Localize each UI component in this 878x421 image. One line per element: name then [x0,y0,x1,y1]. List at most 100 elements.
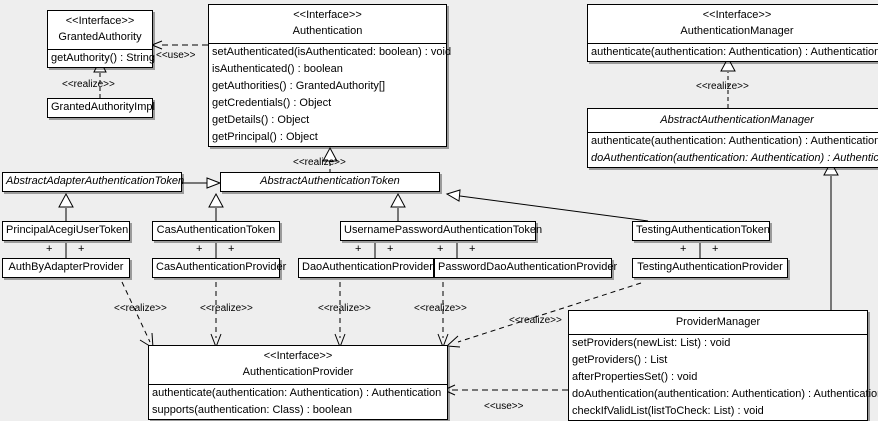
class-member: supports(authentication: Class) : boolea… [152,404,352,416]
class-abstract-authentication-token[interactable]: AbstractAuthenticationToken [220,172,440,192]
class-testing-authentication-provider[interactable]: TestingAuthenticationProvider [632,258,788,278]
assoc-marker-plus: + [469,243,476,255]
class-abstract-authentication-manager[interactable]: AbstractAuthenticationManager authentica… [587,108,878,168]
edge-daoauthenticationprovider-realizes-authenticationprovider [334,282,346,348]
class-cas-authentication-provider[interactable]: CasAuthenticationProvider [152,258,286,278]
class-name: DaoAuthenticationProvider [302,261,433,273]
edge-label-realize-authbyadapter: <<realize>> [114,303,167,314]
class-members: setProviders(newList: List) : void getPr… [569,335,878,420]
assoc-marker-plus: + [196,243,203,255]
edge-casauthenticationprovider-realizes-authenticationprovider [210,282,222,348]
class-name: AbstractAdapterAuthenticationToken [6,175,185,187]
edge-label-realize-token-authentication: <<realize>> [293,157,346,168]
edge-testingauthenticationtoken-extends-abstractauthenticationtoken [445,189,649,222]
edge-label-realize-dao: <<realize>> [318,303,371,314]
class-name: TestingAuthenticationProvider [637,261,783,273]
class-member: afterPropertiesSet() : void [572,371,698,383]
class-stereotype: <<Interface>> [263,350,333,362]
class-member: getPrincipal() : Object [212,131,318,143]
assoc-marker-plus: + [228,243,235,255]
class-abstract-adapter-authentication-token[interactable]: AbstractAdapterAuthenticationToken [2,172,185,192]
class-provider-manager[interactable]: ProviderManager setProviders(newList: Li… [568,310,878,421]
edge-label-realize-cas: <<realize>> [200,303,253,314]
class-name: AbstractAuthenticationToken [260,175,400,187]
edge-casauthenticationtoken-extends-abstractauthenticationtoken [208,192,224,221]
edge-label-realize-abstractauthmanager: <<realize>> [696,81,749,92]
assoc-marker-plus: + [78,243,85,255]
edge-providermanager-extends-abstractauthenticationmanager [823,160,839,310]
class-name: UsernamePasswordAuthenticationToken [344,224,543,236]
edge-label-realize-grantedauthorityimpl: <<realize>> [62,79,115,90]
class-name: GrantedAuthorityImpl [51,101,155,113]
edge-abstractauthenticationmanager-realizes-authenticationmanager [720,56,736,108]
assoc-marker-plus: + [712,243,719,255]
class-member: setAuthenticated(isAuthenticated: boolea… [212,46,452,58]
class-header: <<Interface>> GrantedAuthority [48,11,152,50]
class-name: CasAuthenticationToken [156,224,276,236]
edge-label-use-providermanager-authenticationprovider: <<use>> [484,401,524,412]
assoc-marker-plus: + [355,243,362,255]
class-stereotype: <<Interface>> [702,9,772,21]
class-header: <<Interface>> Authentication [209,5,446,44]
class-members: setAuthenticated(isAuthenticated: boolea… [209,44,452,146]
class-name: AbstractAuthenticationManager [660,114,814,126]
class-header: <<Interface>> AuthenticationManager [588,5,878,44]
class-member: setProviders(newList: List) : void [572,337,731,349]
class-name: AuthenticationManager [680,25,794,37]
edge-usernamepasswordtoken-extends-abstractauthenticationtoken [390,192,406,221]
class-authentication-manager[interactable]: <<Interface>> AuthenticationManager auth… [587,4,878,62]
class-member: authenticate(authentication: Authenticat… [591,135,878,147]
edge-abstractadapter-to-abstractauthenticationtoken [182,177,222,189]
assoc-marker-plus: + [437,243,444,255]
class-member: authenticate(authentication: Authenticat… [591,46,878,58]
class-member: checkIfValidList(listToCheck: List) : vo… [572,405,764,417]
class-members: authenticate(authentication: Authenticat… [588,133,878,167]
assoc-marker-plus: + [680,243,687,255]
class-authentication-provider[interactable]: <<Interface>> AuthenticationProvider aut… [148,345,448,420]
class-member: getAuthority() : String [51,52,155,64]
class-stereotype: <<Interface>> [293,9,362,21]
class-auth-by-adapter-provider[interactable]: AuthByAdapterProvider [2,258,130,278]
class-header: ProviderManager [569,311,867,335]
class-members: getAuthority() : String [48,50,155,67]
class-stereotype: <<Interface>> [65,15,135,27]
edge-providermanager-uses-authenticationprovider [443,384,568,396]
class-authentication[interactable]: <<Interface>> Authentication setAuthenti… [208,4,452,147]
edge-principalacegiusertoken-extends-abstractadapter [58,192,74,221]
class-member: getProviders() : List [572,354,668,366]
class-member: getDetails() : Object [212,114,310,126]
assoc-marker-plus: + [387,243,394,255]
class-member: doAuthentication(authentication: Authent… [591,152,878,164]
class-name: GrantedAuthority [58,31,142,43]
class-member: isAuthenticated() : boolean [212,63,343,75]
class-dao-authentication-provider[interactable]: DaoAuthenticationProvider [298,258,434,278]
class-name: TestingAuthenticationToken [636,224,770,236]
class-name: PrincipalAcegiUserToken [6,224,129,236]
class-username-password-authentication-token[interactable]: UsernamePasswordAuthenticationToken [340,221,542,241]
edge-passworddaoauthenticationprovider-realizes-authenticationprovider [437,282,449,348]
class-granted-authority-impl[interactable]: GrantedAuthorityImpl [47,98,155,118]
class-name: CasAuthenticationProvider [156,261,287,273]
class-granted-authority[interactable]: <<Interface>> GrantedAuthority getAuthor… [47,10,155,68]
class-member: getCredentials() : Object [212,97,332,109]
class-header: <<Interface>> AuthenticationProvider [149,346,447,385]
class-member: authenticate(authentication: Authenticat… [152,387,442,399]
class-password-dao-authentication-provider[interactable]: PasswordDaoAuthenticationProvider [434,258,617,278]
class-header: AbstractAuthenticationManager [588,109,878,133]
class-principal-acegi-user-token[interactable]: PrincipalAcegiUserToken [2,221,130,241]
class-cas-authentication-token[interactable]: CasAuthenticationToken [152,221,280,241]
assoc-marker-plus: + [46,243,53,255]
edge-abstractauthenticationtoken-realizes-authentication [322,146,338,173]
class-members: authenticate(authentication: Authenticat… [588,44,878,61]
class-member: doAuthentication(authentication: Authent… [572,388,878,400]
class-name: ProviderManager [675,316,761,328]
class-testing-authentication-token[interactable]: TestingAuthenticationToken [632,221,770,241]
class-member: getAuthorities() : GrantedAuthority[] [212,80,386,92]
class-name: PasswordDaoAuthenticationProvider [438,261,618,273]
edge-label-use-authentication-grantedauthority: <<use>> [156,50,196,61]
edge-label-realize-passworddao: <<realize>> [414,303,467,314]
class-members: authenticate(authentication: Authenticat… [149,385,447,419]
edge-label-realize-testing: <<realize>> [509,315,562,326]
